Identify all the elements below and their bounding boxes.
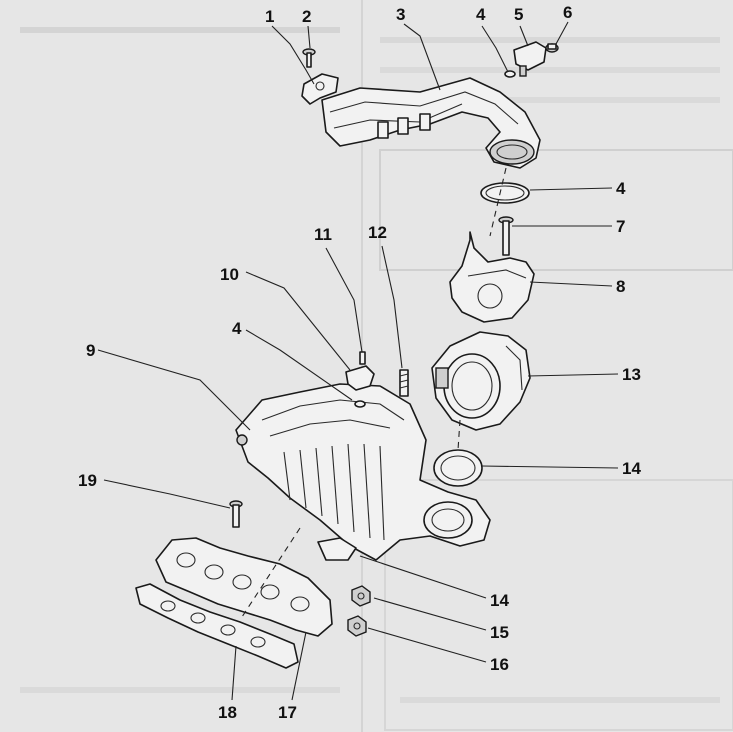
callout-4-middle: 4 xyxy=(616,179,626,198)
cover xyxy=(449,231,535,323)
callout-19: 19 xyxy=(78,471,97,490)
callout-7: 7 xyxy=(616,217,625,236)
nut-16 xyxy=(347,615,367,637)
bolt-7 xyxy=(498,216,514,256)
o-ring-seal-4b xyxy=(480,182,530,204)
bolt-2 xyxy=(302,48,316,68)
bolt-11 xyxy=(359,351,366,365)
callout-2: 2 xyxy=(302,7,311,26)
callout-6: 6 xyxy=(563,3,572,22)
callout-11: 11 xyxy=(314,225,332,244)
sensor-10 xyxy=(345,365,375,391)
callout-17: 17 xyxy=(278,703,297,722)
gasket-14a xyxy=(433,449,483,487)
callout-4-lower: 4 xyxy=(232,319,242,338)
gasket-14b xyxy=(317,537,357,561)
gasket-18 xyxy=(135,583,299,669)
callout-12: 12 xyxy=(368,223,387,242)
bracket xyxy=(301,73,339,105)
stud-12 xyxy=(399,369,409,397)
sensor-5 xyxy=(513,41,547,77)
callout-15: 15 xyxy=(490,623,509,642)
throttle-body xyxy=(431,331,531,431)
o-ring-seal-4a xyxy=(504,70,516,78)
bolt-19 xyxy=(229,500,243,528)
callout-16: 16 xyxy=(490,655,509,674)
callout-14-lower: 14 xyxy=(490,591,509,610)
intake-manifold-lower xyxy=(155,537,333,637)
callout-14-upper: 14 xyxy=(622,459,641,478)
callout-10: 10 xyxy=(220,265,239,284)
air-intake-pipe xyxy=(321,77,541,169)
callout-5: 5 xyxy=(514,5,523,24)
callout-18: 18 xyxy=(218,703,237,722)
callout-13: 13 xyxy=(622,365,641,384)
o-ring-seal-4c xyxy=(354,400,366,408)
bolt-6 xyxy=(545,43,559,53)
nut-15 xyxy=(351,585,371,607)
callout-labels: 1 2 3 4 5 6 4 7 8 11 12 10 4 9 13 14 19 … xyxy=(78,3,641,722)
callout-1: 1 xyxy=(265,7,274,26)
callout-8: 8 xyxy=(616,277,625,296)
callout-4-top: 4 xyxy=(476,5,486,24)
leader-lines xyxy=(97,21,619,701)
callout-3: 3 xyxy=(396,5,405,24)
callout-9: 9 xyxy=(86,341,95,360)
